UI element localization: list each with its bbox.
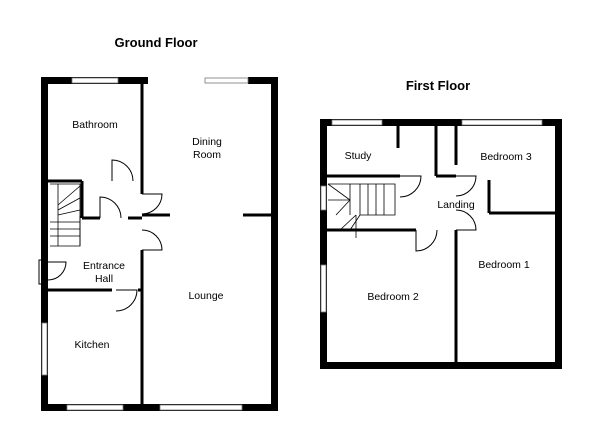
first-floor-stairs [327, 183, 396, 238]
ground-floor-title: Ground Floor [114, 35, 197, 50]
kitchen-label: Kitchen [74, 339, 109, 351]
dining-door-upper [141, 193, 163, 215]
hall-door [99, 196, 122, 219]
bedroom3-door [455, 175, 477, 197]
bedroom2-label: Bedroom 2 [367, 291, 419, 303]
first-floor-title: First Floor [406, 78, 470, 93]
first-floor-plan: First Floor Study Bedroom 3 Landing Bedr… [320, 78, 562, 369]
entrance-hall-label-line2: Hall [95, 273, 113, 285]
kitchen-side-window [41, 322, 48, 376]
lounge-label: Lounge [188, 290, 223, 302]
bedroom3-window [461, 119, 543, 126]
bathroom-label: Bathroom [72, 119, 118, 131]
front-door-swing [47, 261, 67, 281]
kitchen-window [66, 404, 124, 411]
front-door [38, 259, 41, 285]
dining-door-lower [141, 229, 163, 251]
study-window [331, 119, 383, 126]
study-door [399, 175, 422, 198]
bathroom-door [111, 159, 134, 182]
kitchen-door [115, 289, 138, 312]
dining-room-label-line1: Dining [192, 136, 222, 148]
entrance-hall-label-line1: Entrance [83, 260, 125, 272]
dining-window [204, 77, 249, 84]
lounge-window [159, 404, 243, 411]
study-label: Study [345, 150, 373, 162]
bedroom1-door [455, 209, 477, 231]
bedroom2-door [415, 229, 438, 252]
ground-floor-stairs [50, 183, 81, 247]
dining-room-label-line2: Room [193, 149, 221, 161]
stair-window [320, 185, 327, 211]
landing-label: Landing [437, 199, 475, 211]
bedroom1-label: Bedroom 1 [478, 259, 530, 271]
bedroom3-label: Bedroom 3 [480, 151, 532, 163]
bathroom-window [71, 77, 119, 84]
bedroom2-window [320, 264, 327, 313]
ground-floor-plan: Ground Floor Bathroom Dining Room Entran… [38, 35, 278, 411]
